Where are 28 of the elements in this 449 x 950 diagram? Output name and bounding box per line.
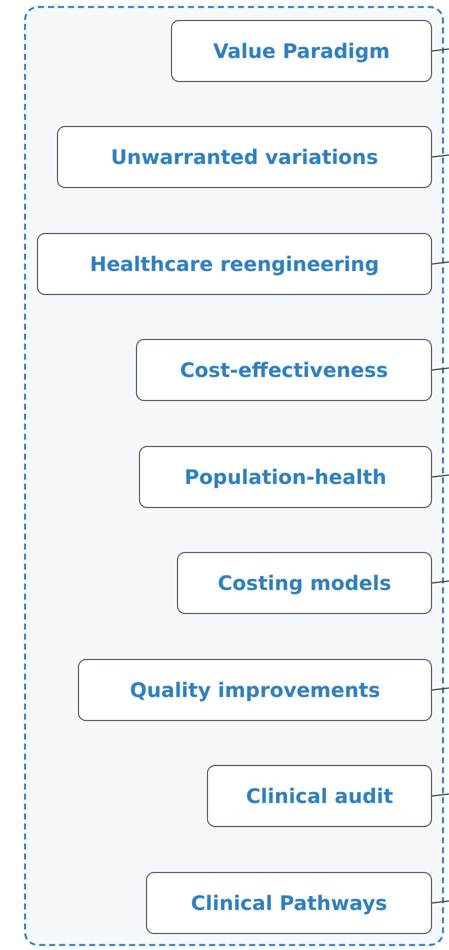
topic-label: Healthcare reengineering — [90, 252, 380, 276]
topic-label: Costing models — [218, 571, 392, 595]
topic-label: Clinical audit — [246, 784, 394, 808]
topic-label: Quality improvements — [130, 678, 380, 702]
topic-label: Clinical Pathways — [190, 891, 388, 915]
topic-label: Cost-effectiveness — [180, 358, 388, 382]
topic-box — [136, 339, 432, 401]
connector-line — [432, 900, 449, 904]
topic-box — [171, 20, 432, 82]
dashed-group-box — [24, 6, 444, 946]
connector-line — [432, 793, 449, 797]
connector-line — [432, 261, 449, 265]
connector-line — [432, 367, 449, 371]
connector-line — [432, 580, 449, 584]
connector-line — [432, 474, 449, 478]
topic-box — [146, 872, 432, 934]
topic-box — [37, 233, 432, 295]
topic-box — [78, 659, 432, 721]
topic-label: Value Paradigm — [213, 39, 390, 63]
connector-line — [432, 48, 449, 52]
topic-label: Unwarranted variations — [110, 145, 378, 169]
topic-label: Population-health — [184, 465, 386, 489]
connector-line — [432, 154, 449, 158]
connector-line — [432, 687, 449, 691]
topic-box — [57, 126, 432, 188]
topic-box — [177, 552, 432, 614]
topic-box — [207, 765, 432, 827]
topic-box — [139, 446, 432, 508]
